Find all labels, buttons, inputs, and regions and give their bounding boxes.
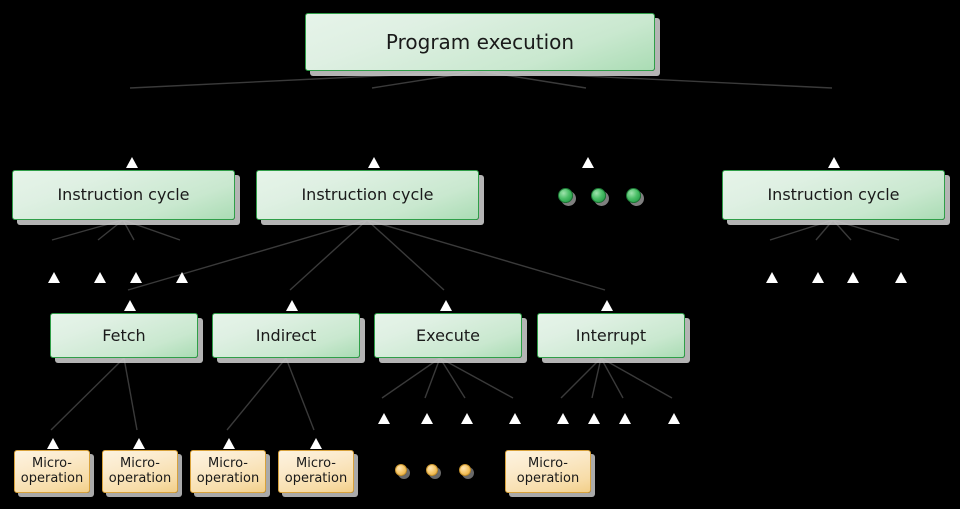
connector-line bbox=[439, 357, 466, 399]
node-phase-indirect[interactable]: Indirect bbox=[212, 313, 360, 358]
node-micro-operation-5[interactable]: Micro- operation bbox=[505, 450, 591, 493]
connector-line bbox=[50, 357, 125, 431]
ellipsis-dot-micro-ellipsis-dot-1 bbox=[395, 464, 407, 476]
arrowhead-icon-arrow-micro-d bbox=[509, 413, 521, 424]
arrowhead-icon-arrow-phase-h bbox=[895, 272, 907, 283]
arrowhead-icon-arrow-to-cycle-1 bbox=[126, 157, 138, 168]
arrowhead-icon-arrow-to-indirect bbox=[286, 300, 298, 311]
node-label: Micro- operation bbox=[20, 455, 84, 486]
arrowhead-icon-arrow-to-interrupt bbox=[601, 300, 613, 311]
connector-line bbox=[479, 70, 587, 89]
connector-line bbox=[479, 70, 833, 89]
arrowhead-icon-arrow-phase-f bbox=[812, 272, 824, 283]
node-label: Indirect bbox=[255, 325, 317, 345]
arrowhead-icon-arrow-to-cycle-3 bbox=[828, 157, 840, 168]
node-label: Execute bbox=[416, 325, 480, 345]
connector-line bbox=[832, 219, 852, 241]
ellipsis-dot-micro-ellipsis-dot-3 bbox=[459, 464, 471, 476]
node-label: Instruction cycle bbox=[767, 185, 900, 205]
arrowhead-icon-arrow-to-micro-2 bbox=[133, 438, 145, 449]
node-instruction-cycle-2[interactable]: Instruction cycle bbox=[256, 170, 479, 220]
ellipsis-dot-micro-ellipsis-dot-2 bbox=[426, 464, 438, 476]
ellipsis-dot-cycle-ellipsis-dot-3 bbox=[626, 188, 641, 203]
connector-line bbox=[122, 219, 181, 241]
node-phase-execute[interactable]: Execute bbox=[374, 313, 522, 358]
arrowhead-icon-arrow-micro-g bbox=[619, 413, 631, 424]
ellipsis-dot-cycle-ellipsis-dot-2 bbox=[591, 188, 606, 203]
arrowhead-icon-arrow-phase-c bbox=[130, 272, 142, 283]
arrowhead-icon-arrow-phase-d bbox=[176, 272, 188, 283]
connector-line bbox=[127, 219, 368, 291]
node-micro-operation-2[interactable]: Micro- operation bbox=[102, 450, 178, 493]
node-phase-interrupt[interactable]: Interrupt bbox=[537, 313, 685, 358]
connector-line bbox=[600, 357, 673, 399]
arrowhead-icon-arrow-to-execute bbox=[440, 300, 452, 311]
arrowhead-icon-arrow-micro-b bbox=[421, 413, 433, 424]
connector-line bbox=[285, 357, 315, 431]
node-label: Interrupt bbox=[575, 325, 647, 345]
node-phase-fetch[interactable]: Fetch bbox=[50, 313, 198, 358]
node-label: Micro- operation bbox=[516, 455, 580, 486]
connector-line bbox=[600, 357, 624, 399]
arrowhead-icon-arrow-phase-e bbox=[766, 272, 778, 283]
node-program-execution[interactable]: Program execution bbox=[305, 13, 655, 71]
node-label: Program execution bbox=[385, 29, 575, 54]
arrowhead-icon-arrow-to-micro-4 bbox=[310, 438, 322, 449]
connector-line bbox=[97, 219, 124, 241]
node-label: Fetch bbox=[102, 325, 146, 345]
arrowhead-icon-arrow-phase-g bbox=[847, 272, 859, 283]
connector-line bbox=[122, 219, 135, 241]
connector-line bbox=[289, 219, 368, 291]
node-instruction-cycle-3[interactable]: Instruction cycle bbox=[722, 170, 945, 220]
connector-line bbox=[51, 219, 124, 241]
arrowhead-icon-arrow-to-micro-1 bbox=[47, 438, 59, 449]
connector-line bbox=[366, 219, 445, 291]
connector-line bbox=[560, 357, 602, 399]
connector-line bbox=[381, 357, 441, 399]
node-label: Micro- operation bbox=[196, 455, 260, 486]
arrowhead-icon-arrow-phase-a bbox=[48, 272, 60, 283]
arrowhead-icon-arrow-micro-a bbox=[378, 413, 390, 424]
node-instruction-cycle-1[interactable]: Instruction cycle bbox=[12, 170, 235, 220]
node-label: Instruction cycle bbox=[301, 185, 434, 205]
connector-line bbox=[769, 219, 834, 241]
connector-line bbox=[226, 357, 287, 431]
arrowhead-icon-arrow-to-cycle-2 bbox=[368, 157, 380, 168]
connector-line bbox=[129, 70, 481, 89]
connector-line bbox=[123, 357, 138, 431]
arrowhead-icon-arrow-to-micro-3 bbox=[223, 438, 235, 449]
connector-line bbox=[832, 219, 900, 241]
node-micro-operation-1[interactable]: Micro- operation bbox=[14, 450, 90, 493]
arrowhead-icon-arrow-to-fetch bbox=[124, 300, 136, 311]
node-label: Micro- operation bbox=[284, 455, 348, 486]
connector-line bbox=[366, 219, 606, 291]
arrowhead-icon-arrow-micro-h bbox=[668, 413, 680, 424]
connector-line bbox=[424, 357, 441, 399]
arrowhead-icon-arrow-micro-c bbox=[461, 413, 473, 424]
connector-line bbox=[439, 357, 514, 399]
arrowhead-icon-arrow-to-cycle-ellipsis bbox=[582, 157, 594, 168]
arrowhead-icon-arrow-phase-b bbox=[94, 272, 106, 283]
node-micro-operation-3[interactable]: Micro- operation bbox=[190, 450, 266, 493]
ellipsis-dot-cycle-ellipsis-dot-1 bbox=[558, 188, 573, 203]
connector-line bbox=[371, 70, 481, 89]
node-micro-operation-4[interactable]: Micro- operation bbox=[278, 450, 354, 493]
node-label: Instruction cycle bbox=[57, 185, 190, 205]
connector-line bbox=[815, 219, 834, 241]
arrowhead-icon-arrow-micro-f bbox=[588, 413, 600, 424]
connector-line bbox=[591, 357, 602, 399]
arrowhead-icon-arrow-micro-e bbox=[557, 413, 569, 424]
node-label: Micro- operation bbox=[108, 455, 172, 486]
